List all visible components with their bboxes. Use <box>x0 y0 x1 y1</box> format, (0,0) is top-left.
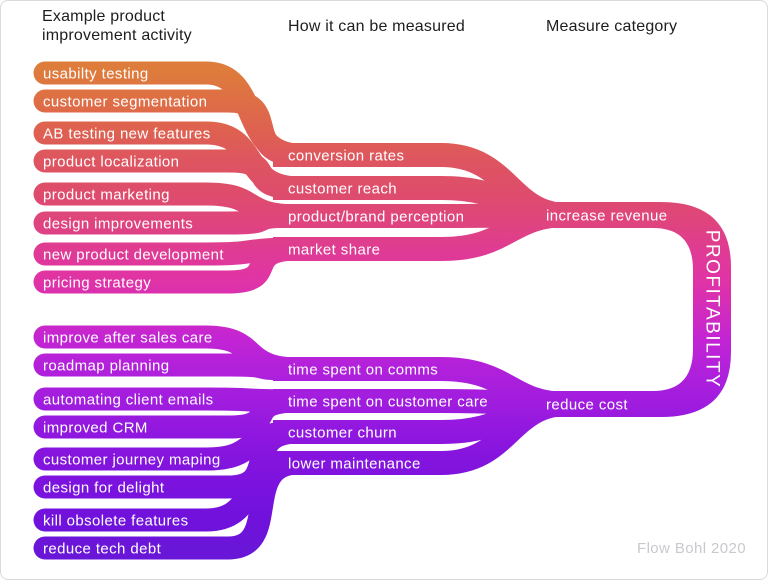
activity-label: design improvements <box>43 216 193 233</box>
activity-label: customer segmentation <box>43 94 207 111</box>
column-header-category: Measure category <box>546 18 678 35</box>
category-label: reduce cost <box>546 397 628 414</box>
measure-label: lower maintenance <box>288 456 421 473</box>
activity-label: product marketing <box>43 187 170 204</box>
activity-label: pricing strategy <box>43 275 151 292</box>
measure-label: time spent on comms <box>288 362 438 379</box>
activity-label: improve after sales care <box>43 330 213 347</box>
column-header-activity: Example product improvement activity <box>42 7 192 45</box>
activity-label: reduce tech debt <box>43 541 162 558</box>
column-header-activity-line1: Example product <box>42 8 166 25</box>
category-label: increase revenue <box>546 208 667 225</box>
profitability-node <box>546 202 731 417</box>
activity-label: improved CRM <box>43 420 148 437</box>
activity-label: product localization <box>43 154 179 171</box>
measure-label: product/brand perception <box>288 209 464 226</box>
activity-label: automating client emails <box>43 392 214 409</box>
activity-label: new product development <box>43 247 224 264</box>
column-header-measured: How it can be measured <box>288 18 465 35</box>
activity-label: usabilty testing <box>43 66 149 83</box>
watermark: Flow Bohl 2020 <box>637 540 746 557</box>
activity-label: design for delight <box>43 480 165 497</box>
measure-label: customer reach <box>288 181 397 198</box>
measure-label: market share <box>288 242 380 259</box>
column-header-activity-line2: improvement activity <box>42 27 192 44</box>
activity-label: customer journey maping <box>43 452 221 469</box>
activity-label: roadmap planning <box>43 358 170 375</box>
activity-label: AB testing new features <box>43 126 211 143</box>
measure-label: customer churn <box>288 425 397 442</box>
profitability-label: PROFITABILITY <box>702 230 723 389</box>
measure-label: time spent on customer care <box>288 394 488 411</box>
activity-label: kill obsolete features <box>43 513 189 530</box>
measure-label: conversion rates <box>288 148 404 165</box>
